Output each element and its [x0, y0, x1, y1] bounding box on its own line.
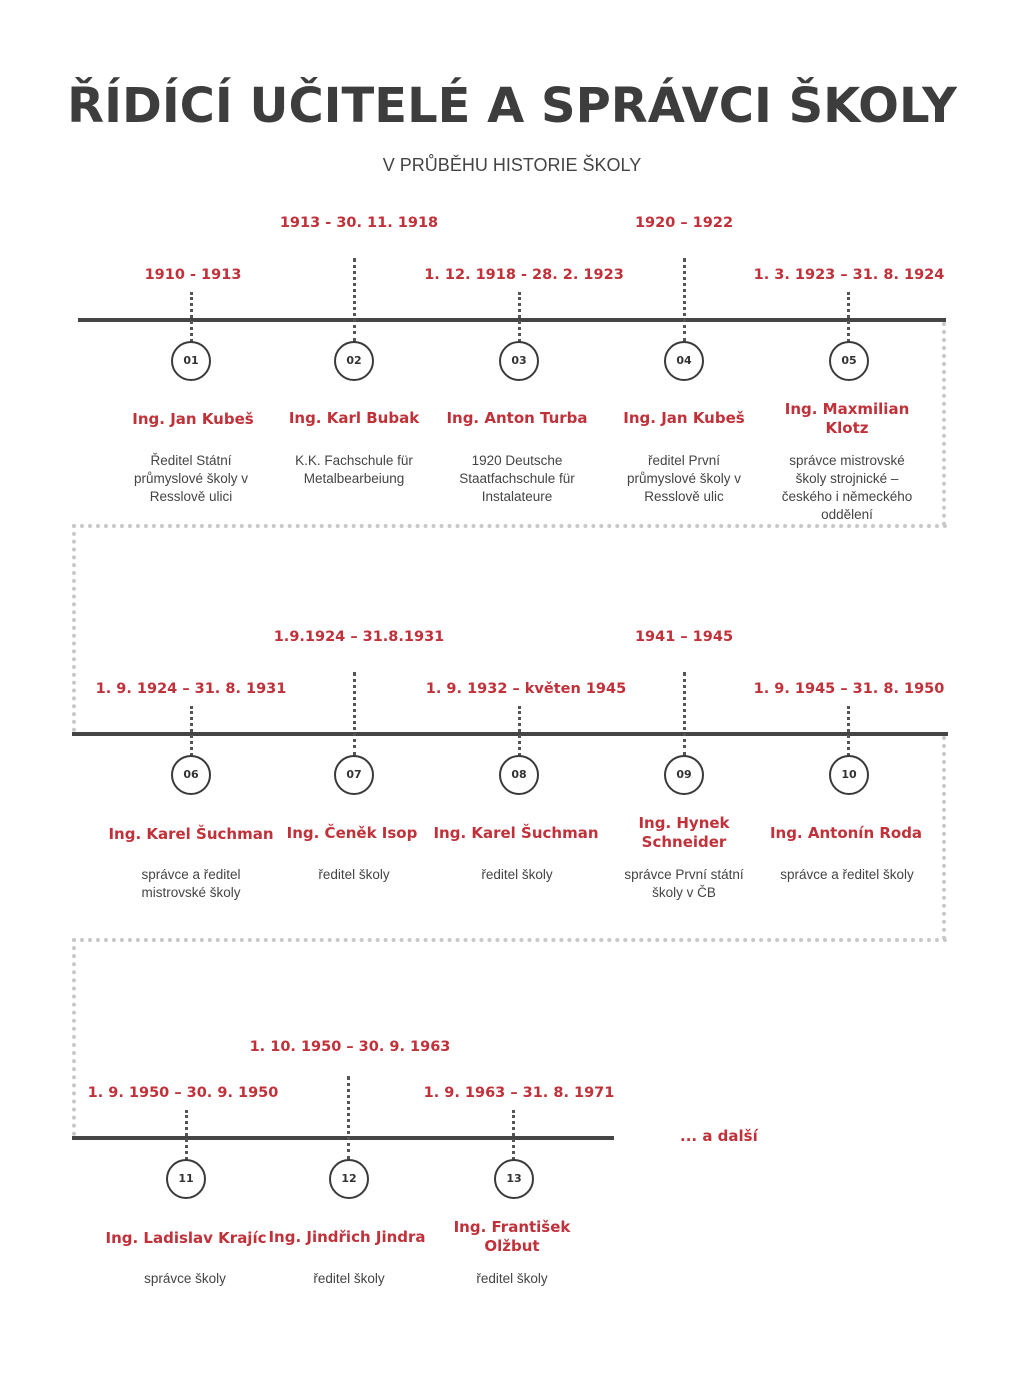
connector-left-1 — [72, 524, 76, 732]
entry-date: 1941 – 1945 — [634, 629, 734, 645]
tick-08 — [518, 706, 521, 756]
entry-number-badge: 08 — [499, 755, 539, 795]
connector-right-1 — [942, 322, 946, 526]
entry-name: Ing. Karel Šuchman — [433, 824, 599, 842]
entry-description: 1920 Deutsche Staatfachschule für Instal… — [459, 453, 575, 504]
entry-date: 1913 - 30. 11. 1918 — [279, 215, 439, 231]
page-subtitle: V PRŮBĚHU HISTORIE ŠKOLY — [382, 155, 642, 175]
connector-top-1 — [72, 524, 948, 528]
tick-02 — [353, 258, 356, 342]
entry-name: Ing. Maxmilian Klotz — [784, 400, 910, 437]
connector-left-2 — [72, 938, 76, 1136]
entry-name: Ing. František Olžbut — [453, 1218, 571, 1255]
entry-date: 1. 9. 1924 – 31. 8. 1931 — [95, 681, 287, 697]
entry-number-badge: 01 — [171, 341, 211, 381]
entry-date: 1. 12. 1918 - 28. 2. 1923 — [424, 267, 624, 283]
entry-description: ředitel školy — [481, 867, 553, 882]
entry-number-badge: 13 — [494, 1159, 534, 1199]
entry-description: ředitel školy — [318, 867, 390, 882]
entry-name: Ing. Jindřich Jindra — [268, 1228, 426, 1246]
entry-description: ředitel školy — [313, 1271, 385, 1286]
entry-name: Ing. Anton Turba — [446, 409, 588, 427]
entry-date: 1920 – 1922 — [634, 215, 734, 231]
entry-name: Ing. Hynek Schneider — [638, 814, 730, 851]
entry-date: 1. 3. 1923 – 31. 8. 1924 — [753, 267, 945, 283]
connector-right-2 — [942, 736, 946, 940]
entry-name: Ing. Jan Kubeš — [132, 410, 254, 428]
entry-date: 1. 9. 1945 – 31. 8. 1950 — [753, 681, 945, 697]
entry-description: správce školy — [144, 1271, 226, 1286]
tick-01 — [190, 292, 193, 342]
entry-name: Ing. Karl Bubak — [288, 409, 420, 427]
more-label: ... a další — [680, 1127, 758, 1145]
tick-07 — [353, 672, 356, 756]
tick-04 — [683, 258, 686, 342]
entry-date: 1. 9. 1932 – květen 1945 — [425, 681, 627, 697]
tick-09 — [683, 672, 686, 756]
entry-description: správce a ředitel školy — [780, 867, 914, 882]
entry-name: Ing. Ladislav Krajíc — [105, 1229, 267, 1247]
tick-11 — [185, 1110, 188, 1160]
timeline-line-row-2 — [72, 732, 948, 736]
entry-date: 1910 - 1913 — [144, 267, 242, 283]
tick-06 — [190, 706, 193, 756]
entry-date: 1. 9. 1963 – 31. 8. 1971 — [423, 1085, 615, 1101]
entry-name: Ing. Jan Kubeš — [623, 409, 745, 427]
page-title: ŘÍDÍCÍ UČITELÉ A SPRÁVCI ŠKOLY — [67, 78, 957, 134]
timeline-line-row-3 — [72, 1136, 614, 1140]
entry-number-badge: 10 — [829, 755, 869, 795]
entry-description: ředitel První průmyslové školy v Resslov… — [626, 453, 742, 504]
timeline-line-row-1 — [78, 318, 946, 322]
tick-12 — [347, 1076, 350, 1160]
entry-description: správce První státní školy v ČB — [624, 867, 744, 900]
tick-13 — [512, 1110, 515, 1160]
tick-10 — [847, 706, 850, 756]
entry-number-badge: 12 — [329, 1159, 369, 1199]
entry-number-badge: 11 — [166, 1159, 206, 1199]
entry-number-badge: 03 — [499, 341, 539, 381]
entry-description: správce a ředitel mistrovské školy — [141, 867, 241, 900]
entry-description: správce mistrovské školy strojnické – če… — [781, 453, 913, 522]
entry-number-badge: 05 — [829, 341, 869, 381]
entry-date: 1. 10. 1950 – 30. 9. 1963 — [249, 1039, 451, 1055]
entry-description: ředitel školy — [476, 1271, 548, 1286]
entry-number-badge: 09 — [664, 755, 704, 795]
entry-description: Ředitel Státní průmyslové školy v Resslo… — [133, 453, 249, 504]
tick-05 — [847, 292, 850, 342]
entry-description: K.K. Fachschule für Metalbearbeiung — [295, 453, 413, 486]
entry-date: 1.9.1924 – 31.8.1931 — [273, 629, 445, 645]
entry-number-badge: 04 — [664, 341, 704, 381]
tick-03 — [518, 292, 521, 342]
entry-number-badge: 06 — [171, 755, 211, 795]
entry-number-badge: 07 — [334, 755, 374, 795]
entry-name: Ing. Čeněk Isop — [286, 824, 418, 842]
entry-name: Ing. Karel Šuchman — [108, 825, 274, 843]
entry-number-badge: 02 — [334, 341, 374, 381]
entry-date: 1. 9. 1950 – 30. 9. 1950 — [87, 1085, 279, 1101]
entry-name: Ing. Antonín Roda — [769, 824, 923, 842]
connector-top-2 — [72, 938, 948, 942]
